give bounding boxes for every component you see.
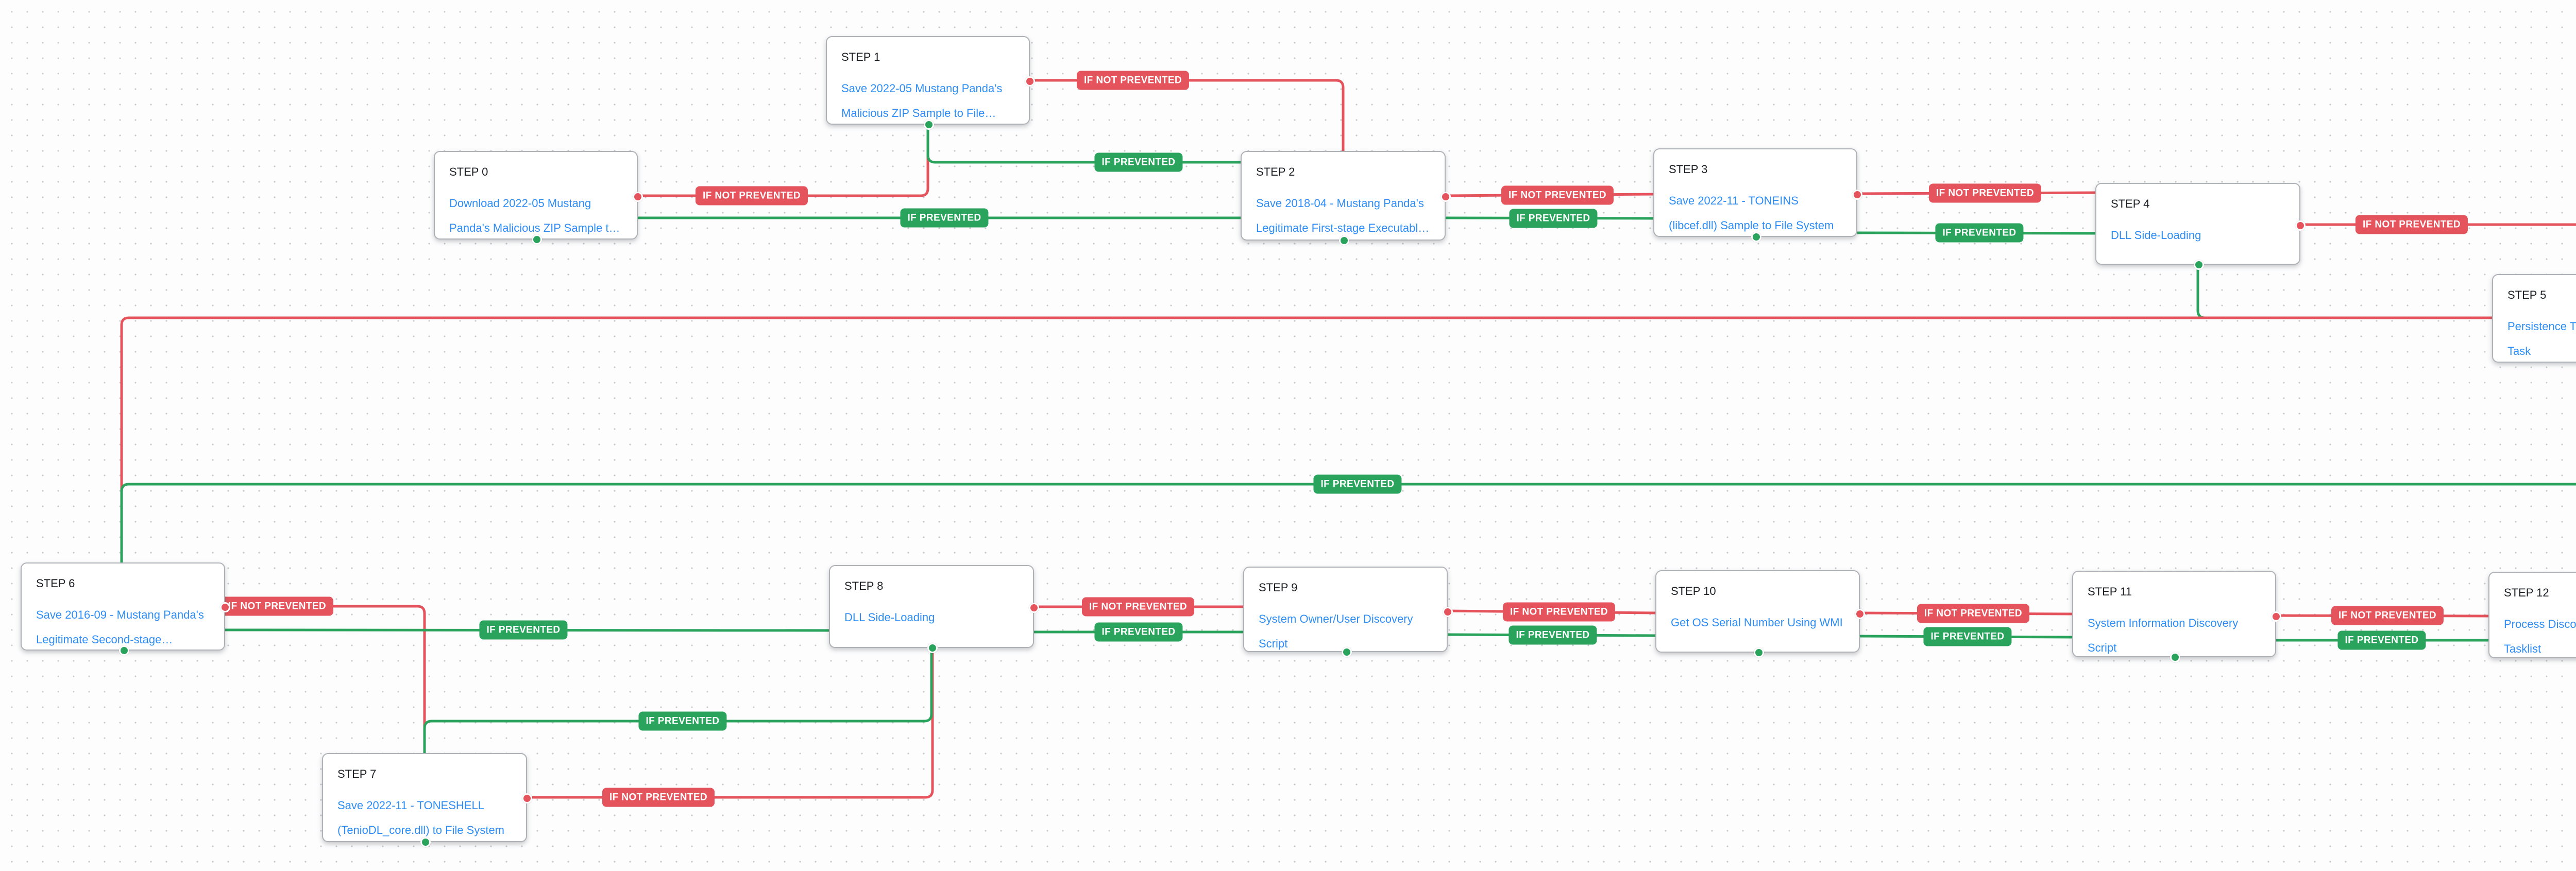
edge-label-not_prevented-step10-to-step11[interactable]: IF NOT PREVENTED xyxy=(1917,604,2030,623)
step-title: STEP 2 xyxy=(1256,165,1295,178)
step-node-9[interactable]: STEP 9 System Owner/User Discovery Scrip… xyxy=(1243,567,1453,657)
step-scenario-link[interactable]: DLL Side-Loading xyxy=(2111,229,2201,242)
prevented-port-dot[interactable] xyxy=(924,119,934,130)
step-node-8[interactable]: STEP 8 DLL Side-Loading xyxy=(829,565,1039,653)
edge-label-prevented-step7-to-step8[interactable]: IF PREVENTED xyxy=(638,711,727,731)
step-title: STEP 0 xyxy=(449,165,488,178)
step-node-12[interactable]: STEP 12 Process Discovery Through Taskli… xyxy=(2488,572,2576,658)
step-title: STEP 12 xyxy=(2504,586,2549,599)
edge-label-not_prevented-step3-to-step4[interactable]: IF NOT PREVENTED xyxy=(1928,183,2042,203)
edge-label-prevented-step6-to-step8[interactable]: IF PREVENTED xyxy=(479,620,568,640)
edge-label-prevented-step8-to-step9[interactable]: IF PREVENTED xyxy=(1094,622,1183,642)
step-node-2[interactable]: STEP 2 Save 2018-04 - Mustang Panda's Le… xyxy=(1241,151,1451,246)
edge-not_prevented-step6-to-step7[interactable] xyxy=(225,605,426,753)
step-scenario-link[interactable]: System Information Discovery Script xyxy=(2088,617,2239,654)
edge-label-prevented-step5-to-step6[interactable]: IF PREVENTED xyxy=(1313,474,1402,494)
prevented-port-dot[interactable] xyxy=(2194,260,2204,270)
step-title: STEP 4 xyxy=(2111,197,2150,210)
edge-prevented-step4-to-step5[interactable] xyxy=(2196,265,2492,319)
step-scenario-link[interactable]: Save 2022-11 - TONESHELL (TenioDL_core.d… xyxy=(337,799,505,836)
edge-label-prevented-step3-to-step4[interactable]: IF PREVENTED xyxy=(1935,223,2024,243)
step-title: STEP 5 xyxy=(2507,288,2547,301)
not-prevented-port-dot[interactable] xyxy=(522,793,532,804)
edge-not_prevented-step5-to-step6[interactable] xyxy=(120,316,2492,562)
edge-label-prevented-step11-to-step12[interactable]: IF PREVENTED xyxy=(2337,630,2426,650)
step-title: STEP 10 xyxy=(1671,585,1716,597)
edge-label-prevented-step10-to-step11[interactable]: IF PREVENTED xyxy=(1923,627,2012,646)
edge-not_prevented-step1-to-step2[interactable] xyxy=(1030,79,1345,151)
step-scenario-link[interactable]: DLL Side-Loading xyxy=(844,611,935,624)
not-prevented-port-dot[interactable] xyxy=(2271,611,2281,622)
edge-label-not_prevented-step9-to-step10[interactable]: IF NOT PREVENTED xyxy=(1502,602,1616,622)
step-node-3[interactable]: STEP 3 Save 2022-11 - TONEINS (libcef.dl… xyxy=(1653,148,1862,242)
prevented-port-dot[interactable] xyxy=(1339,235,1349,246)
step-node-11[interactable]: STEP 11 System Information Discovery Scr… xyxy=(2072,571,2281,662)
step-scenario-link[interactable]: Save 2022-11 - TONEINS (libcef.dll) Samp… xyxy=(1669,194,1834,232)
step-scenario-link[interactable]: Persistence Through Scheduled Task xyxy=(2507,320,2576,357)
step-title: STEP 9 xyxy=(1259,581,1298,594)
edge-label-not_prevented-step1-to-step2[interactable]: IF NOT PREVENTED xyxy=(1076,71,1190,90)
step-node-7[interactable]: STEP 7 Save 2022-11 - TONESHELL (TenioDL… xyxy=(322,753,532,847)
not-prevented-port-dot[interactable] xyxy=(2295,220,2306,231)
step-scenario-link[interactable]: Save 2018-04 - Mustang Panda's Legitimat… xyxy=(1256,197,1430,234)
edge-label-not_prevented-step6-to-step7[interactable]: IF NOT PREVENTED xyxy=(221,596,334,616)
step-node-4[interactable]: STEP 4 DLL Side-Loading xyxy=(2095,183,2306,270)
step-scenario-link[interactable]: Save 2016-09 - Mustang Panda's Legitimat… xyxy=(36,608,204,646)
step-node-10[interactable]: STEP 10 Get OS Serial Number Using WMI xyxy=(1655,570,1865,658)
prevented-port-dot[interactable] xyxy=(532,234,542,245)
not-prevented-port-dot[interactable] xyxy=(1855,609,1865,619)
step-node-0[interactable]: STEP 0 Download 2022-05 Mustang Panda's … xyxy=(434,151,643,245)
edge-label-prevented-step9-to-step10[interactable]: IF PREVENTED xyxy=(1509,625,1597,645)
prevented-port-dot[interactable] xyxy=(1751,232,1761,242)
prevented-port-dot[interactable] xyxy=(1341,647,1352,657)
prevented-port-dot[interactable] xyxy=(1753,647,1764,658)
edge-prevented-step7-to-step8[interactable] xyxy=(423,648,933,753)
edge-label-prevented-step1-to-step2[interactable]: IF PREVENTED xyxy=(1094,152,1183,172)
step-scenario-link[interactable]: System Owner/User Discovery Script xyxy=(1259,612,1413,650)
edge-not_prevented-step0-to-step1[interactable] xyxy=(638,125,929,197)
not-prevented-port-dot[interactable] xyxy=(1852,190,1862,200)
edge-label-not_prevented-step11-to-step12[interactable]: IF NOT PREVENTED xyxy=(2331,606,2444,625)
not-prevented-port-dot[interactable] xyxy=(633,192,643,202)
edge-label-not_prevented-step2-to-step3[interactable]: IF NOT PREVENTED xyxy=(1501,185,1614,205)
not-prevented-port-dot[interactable] xyxy=(1443,607,1453,617)
not-prevented-port-dot[interactable] xyxy=(1440,192,1451,202)
step-title: STEP 3 xyxy=(1669,163,1708,176)
not-prevented-port-dot[interactable] xyxy=(220,602,230,612)
step-scenario-link[interactable]: Download 2022-05 Mustang Panda's Malicio… xyxy=(449,197,620,234)
edge-not_prevented-step7-to-step8[interactable] xyxy=(527,648,934,799)
prevented-port-dot[interactable] xyxy=(927,643,938,653)
edge-label-not_prevented-step8-to-step9[interactable]: IF NOT PREVENTED xyxy=(1081,597,1195,617)
edge-label-not_prevented-step4-to-step5[interactable]: IF NOT PREVENTED xyxy=(2355,215,2468,234)
edge-prevented-step5-to-step6[interactable] xyxy=(120,363,2576,562)
step-scenario-link[interactable]: Get OS Serial Number Using WMI xyxy=(1671,616,1843,629)
prevented-port-dot[interactable] xyxy=(118,645,129,656)
edge-label-prevented-step2-to-step3[interactable]: IF PREVENTED xyxy=(1509,209,1598,228)
step-scenario-link[interactable]: Process Discovery Through Tasklist xyxy=(2504,618,2576,655)
step-node-6[interactable]: STEP 6 Save 2016-09 - Mustang Panda's Le… xyxy=(21,562,230,656)
edge-label-not_prevented-step7-to-step8[interactable]: IF NOT PREVENTED xyxy=(602,788,715,807)
step-title: STEP 6 xyxy=(36,577,75,590)
step-node-1[interactable]: STEP 1 Save 2022-05 Mustang Panda's Mali… xyxy=(826,36,1035,130)
step-title: STEP 7 xyxy=(337,767,377,780)
not-prevented-port-dot[interactable] xyxy=(1025,76,1035,87)
step-title: STEP 1 xyxy=(841,50,880,63)
edge-prevented-step1-to-step2[interactable] xyxy=(926,125,1241,164)
not-prevented-port-dot[interactable] xyxy=(1029,603,1039,613)
step-title: STEP 8 xyxy=(844,579,884,592)
edge-label-not_prevented-step0-to-step1[interactable]: IF NOT PREVENTED xyxy=(695,186,808,206)
step-scenario-link[interactable]: Save 2022-05 Mustang Panda's Malicious Z… xyxy=(841,82,1003,119)
prevented-port-dot[interactable] xyxy=(420,837,431,847)
step-title: STEP 11 xyxy=(2088,585,2132,598)
prevented-port-dot[interactable] xyxy=(2170,652,2180,662)
edge-label-prevented-step0-to-step2[interactable]: IF PREVENTED xyxy=(900,208,989,228)
step-node-5[interactable]: STEP 5 Persistence Through Scheduled Tas… xyxy=(2492,274,2576,363)
